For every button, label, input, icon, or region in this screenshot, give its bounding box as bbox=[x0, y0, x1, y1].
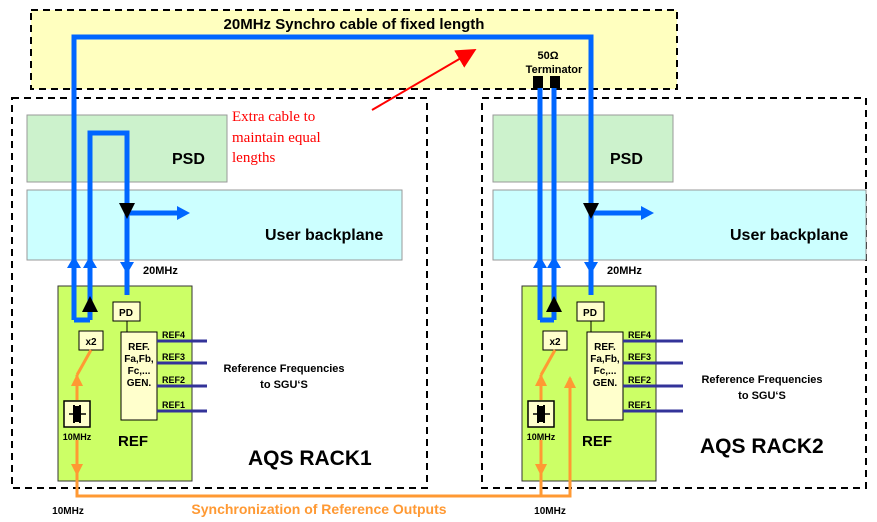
rack2-gen-box bbox=[586, 331, 624, 421]
rack2-20mhz-label: 20MHz bbox=[607, 265, 642, 277]
extra-cable-note-line2: maintain equal bbox=[232, 130, 321, 146]
rack1-x2-label: x2 bbox=[85, 337, 97, 348]
rack1-ref-freq-line1: Reference Frequencies bbox=[223, 363, 344, 375]
terminator-left-plug bbox=[533, 76, 543, 88]
extra-cable-note-line1: Extra cable to bbox=[232, 109, 315, 125]
extra-cable-note-line3: lengths bbox=[232, 150, 275, 166]
rack1-gen-line1: REF. bbox=[128, 342, 150, 353]
rack1-pd-label: PD bbox=[119, 308, 133, 319]
rack1-20mhz-label: 20MHz bbox=[143, 265, 178, 277]
rack1-osc-label: 10MHz bbox=[63, 432, 92, 442]
blue-synchro-cable bbox=[71, 34, 641, 323]
rack1-gen-line4: GEN. bbox=[127, 378, 152, 389]
rack2-gen-line4: GEN. bbox=[593, 378, 618, 389]
rack2-ref3: REF3 bbox=[628, 352, 651, 362]
rack1-backplane-box bbox=[26, 189, 403, 261]
extra-cable-arrow bbox=[371, 48, 477, 111]
rack1-name: AQS RACK1 bbox=[248, 447, 372, 470]
rack2-x2-label: x2 bbox=[549, 337, 561, 348]
rack2-bottom-10mhz: 10MHz bbox=[534, 506, 566, 517]
rack2-ref-freq-line1: Reference Frequencies bbox=[701, 374, 822, 386]
rack2-gen-line3: Fc,... bbox=[594, 366, 617, 377]
rack2-ref1: REF1 bbox=[628, 400, 651, 410]
rack2-outline bbox=[481, 97, 867, 489]
rack1-ref4: REF4 bbox=[162, 330, 185, 340]
rack1-bottom-10mhz: 10MHz bbox=[52, 506, 84, 517]
rack1-ref-output-lines bbox=[157, 339, 207, 413]
rack2-ref4: REF4 bbox=[628, 330, 651, 340]
rack1-ref3: REF3 bbox=[162, 352, 185, 362]
rack1-ref2: REF2 bbox=[162, 375, 185, 385]
rack2-ref2: REF2 bbox=[628, 375, 651, 385]
rack1-gen-line2: Fa,Fb, bbox=[124, 354, 154, 365]
rack2-pd-label: PD bbox=[583, 308, 597, 319]
rack2-backplane-box bbox=[492, 189, 867, 261]
rack1-backplane-label: User backplane bbox=[265, 227, 383, 244]
terminator-value: 50Ω bbox=[537, 50, 558, 62]
terminator-right-plug bbox=[550, 76, 560, 88]
rack1-gen-line3: Fc,... bbox=[128, 366, 151, 377]
rack2-psd-box bbox=[492, 114, 674, 183]
rack2-gen-line2: Fa,Fb, bbox=[590, 354, 620, 365]
rack1-gen-box bbox=[120, 331, 158, 421]
rack1-psd-label: PSD bbox=[172, 151, 205, 168]
rack2-ref-freq-line2: to SGU‘S bbox=[738, 390, 786, 402]
sync-outputs-label: Synchronization of Reference Outputs bbox=[191, 501, 446, 517]
rack2-ref-module-label: REF bbox=[582, 433, 612, 450]
rack1-ref-freq-line2: to SGU‘S bbox=[260, 379, 308, 391]
rack2-backplane-label: User backplane bbox=[730, 227, 848, 244]
rack1-ref-module-label: REF bbox=[118, 433, 148, 450]
rack2-ref-output-lines bbox=[623, 339, 683, 413]
rack2-gen-line1: REF. bbox=[594, 342, 616, 353]
synchro-cable-region bbox=[30, 9, 678, 90]
synchro-cable-title: 20MHz Synchro cable of fixed length bbox=[224, 16, 485, 33]
rack2-name: AQS RACK2 bbox=[700, 435, 824, 458]
rack1-ref1: REF1 bbox=[162, 400, 185, 410]
rack2-psd-label: PSD bbox=[610, 151, 643, 168]
rack1-outline bbox=[11, 97, 428, 489]
rack2-osc-label: 10MHz bbox=[527, 432, 556, 442]
terminator-label: Terminator bbox=[526, 64, 583, 76]
